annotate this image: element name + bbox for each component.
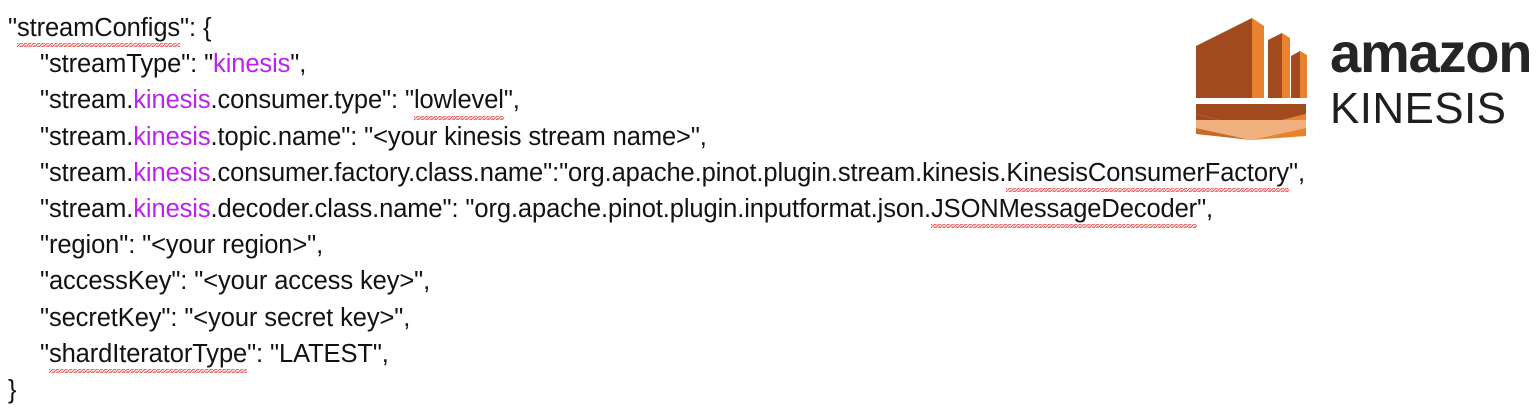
code-line: "shardIteratorType": "LATEST", [8, 336, 1528, 374]
code-line: "stream.kinesis.decoder.class.name": "or… [8, 191, 1528, 229]
code-token: .consumer.factory.class.name":"org.apach… [210, 158, 1007, 187]
logo-brand-text: amazon [1330, 20, 1532, 84]
code-token: "stream. [40, 122, 134, 151]
code-line: "region": "<your region>", [8, 227, 1528, 263]
code-token: } [8, 375, 17, 404]
code-token: "stream. [40, 194, 134, 223]
code-line: } [8, 372, 1528, 408]
code-token: " [40, 339, 49, 368]
keyword-token: kinesis [133, 158, 211, 187]
spellcheck-token: KinesisConsumerFactory [1006, 155, 1289, 193]
code-token: "secretKey": "<your secret key>", [40, 303, 411, 332]
code-line: "accessKey": "<your access key>", [8, 263, 1528, 299]
keyword-token: kinesis [133, 122, 211, 151]
code-line: "streamConfigs": { [8, 10, 1528, 48]
code-line: "stream.kinesis.consumer.type": "lowleve… [8, 82, 1528, 120]
keyword-token: kinesis [213, 50, 291, 79]
code-line: "stream.kinesis.topic.name": "<your kine… [8, 119, 1528, 155]
code-token: ", [1197, 194, 1214, 223]
spellcheck-token: shardIteratorType [48, 336, 248, 374]
code-token: .decoder.class.name": "org.apache.pinot.… [210, 194, 932, 223]
amazon-kinesis-logo: amazon KINESIS [1190, 14, 1532, 142]
code-token: ": "LATEST", [247, 339, 389, 368]
code-line: "secretKey": "<your secret key>", [8, 300, 1528, 336]
code-token: "accessKey": "<your access key>", [40, 267, 431, 296]
code-token: ", [503, 86, 520, 115]
code-token: ": { [180, 14, 212, 42]
logo-wordmark: amazon KINESIS [1330, 20, 1532, 133]
json-code-block: "streamConfigs": {"streamType": "kinesis… [8, 10, 1528, 408]
code-token: ", [1289, 158, 1305, 187]
code-token: ", [290, 50, 307, 79]
code-token: "stream. [40, 86, 134, 115]
spellcheck-token: lowlevel [413, 82, 504, 120]
spellcheck-token: streamConfigs [16, 10, 180, 48]
code-token: .topic.name": "<your kinesis stream name… [210, 122, 707, 151]
code-token: "stream. [40, 158, 134, 187]
keyword-token: kinesis [133, 86, 211, 115]
code-token: " [8, 14, 17, 42]
logo-product-text: KINESIS [1330, 83, 1507, 133]
code-line: "streamType": "kinesis", [8, 46, 1528, 82]
code-token: "region": "<your region>", [40, 231, 324, 260]
keyword-token: kinesis [133, 194, 211, 223]
amazon-kinesis-bars-icon [1196, 18, 1307, 140]
code-token: "streamType": " [40, 50, 214, 79]
code-line: "stream.kinesis.consumer.factory.class.n… [8, 155, 1528, 193]
code-token: .consumer.type": " [210, 86, 415, 115]
spellcheck-token: JSONMessageDecoder [931, 191, 1197, 229]
